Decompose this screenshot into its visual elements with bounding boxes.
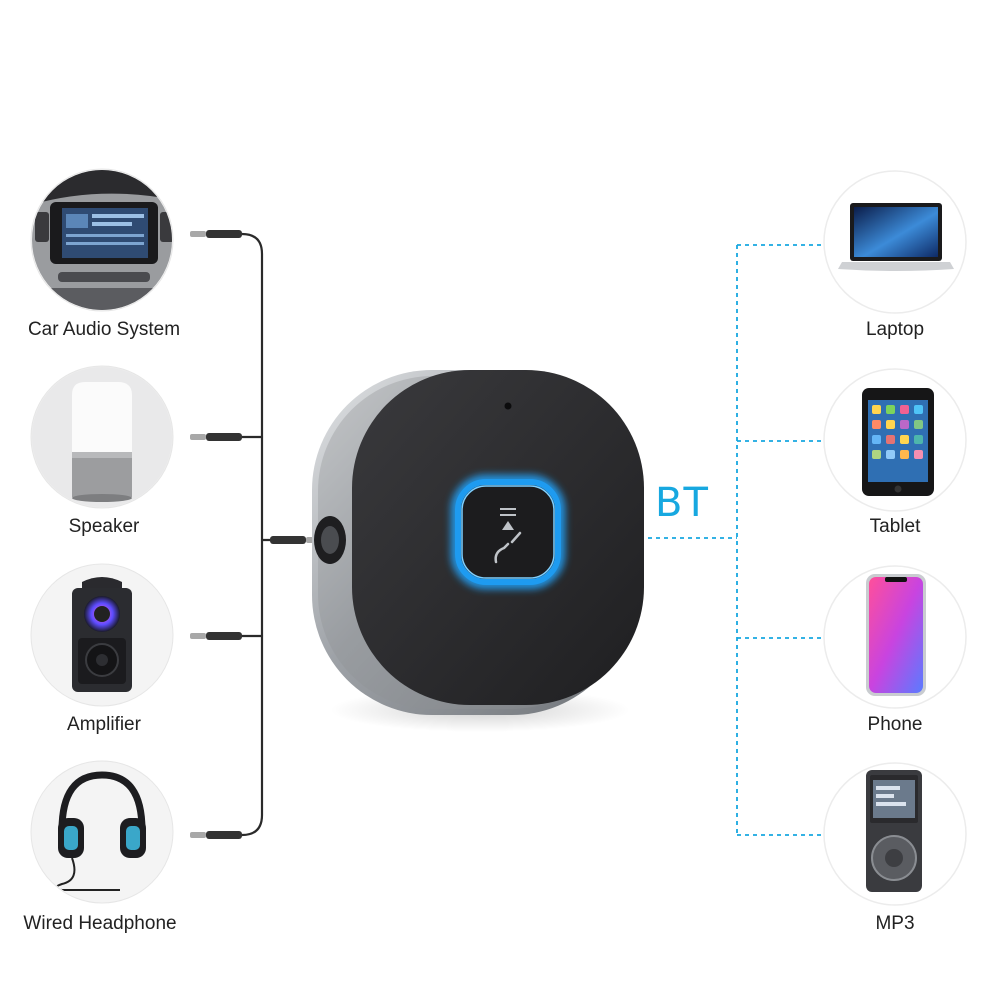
tablet-icon bbox=[862, 388, 934, 496]
speaker-thumbnail bbox=[30, 365, 174, 509]
amplifier-thumbnail bbox=[30, 563, 174, 707]
tablet-thumbnail bbox=[823, 368, 967, 512]
label-tablet: Tablet bbox=[869, 516, 921, 537]
phone-thumbnail bbox=[823, 565, 967, 709]
phone-icon bbox=[866, 574, 926, 696]
label-laptop: Laptop bbox=[865, 319, 925, 340]
laptop-icon bbox=[838, 203, 954, 271]
headphone-thumbnail bbox=[30, 760, 174, 904]
bt-links bbox=[648, 244, 822, 836]
car-audio-thumbnail bbox=[30, 168, 174, 312]
headphone-icon bbox=[32, 762, 172, 902]
play-call-button-icon bbox=[451, 475, 565, 589]
label-car-audio-system: Car Audio System bbox=[27, 319, 181, 340]
smart-speaker-icon bbox=[32, 367, 172, 507]
mp3-thumbnail bbox=[823, 762, 967, 906]
bt-label: BT bbox=[655, 480, 709, 526]
aux-plug bbox=[190, 433, 242, 441]
label-wired-headphone: Wired Headphone bbox=[23, 913, 177, 934]
bluetooth-receiver-icon bbox=[312, 370, 644, 732]
car-dashboard-icon bbox=[32, 170, 172, 310]
aux-plugs bbox=[190, 230, 322, 839]
amplifier-icon bbox=[32, 565, 172, 705]
label-mp3: MP3 bbox=[875, 913, 915, 934]
mp3-player-icon bbox=[866, 770, 922, 892]
label-speaker: Speaker bbox=[68, 516, 140, 537]
laptop-thumbnail bbox=[823, 170, 967, 314]
aux-plug bbox=[190, 632, 242, 640]
label-amplifier: Amplifier bbox=[67, 714, 141, 735]
aux-plug bbox=[190, 831, 242, 839]
aux-cables bbox=[240, 232, 302, 837]
label-phone: Phone bbox=[867, 714, 923, 735]
aux-plug bbox=[190, 230, 242, 238]
